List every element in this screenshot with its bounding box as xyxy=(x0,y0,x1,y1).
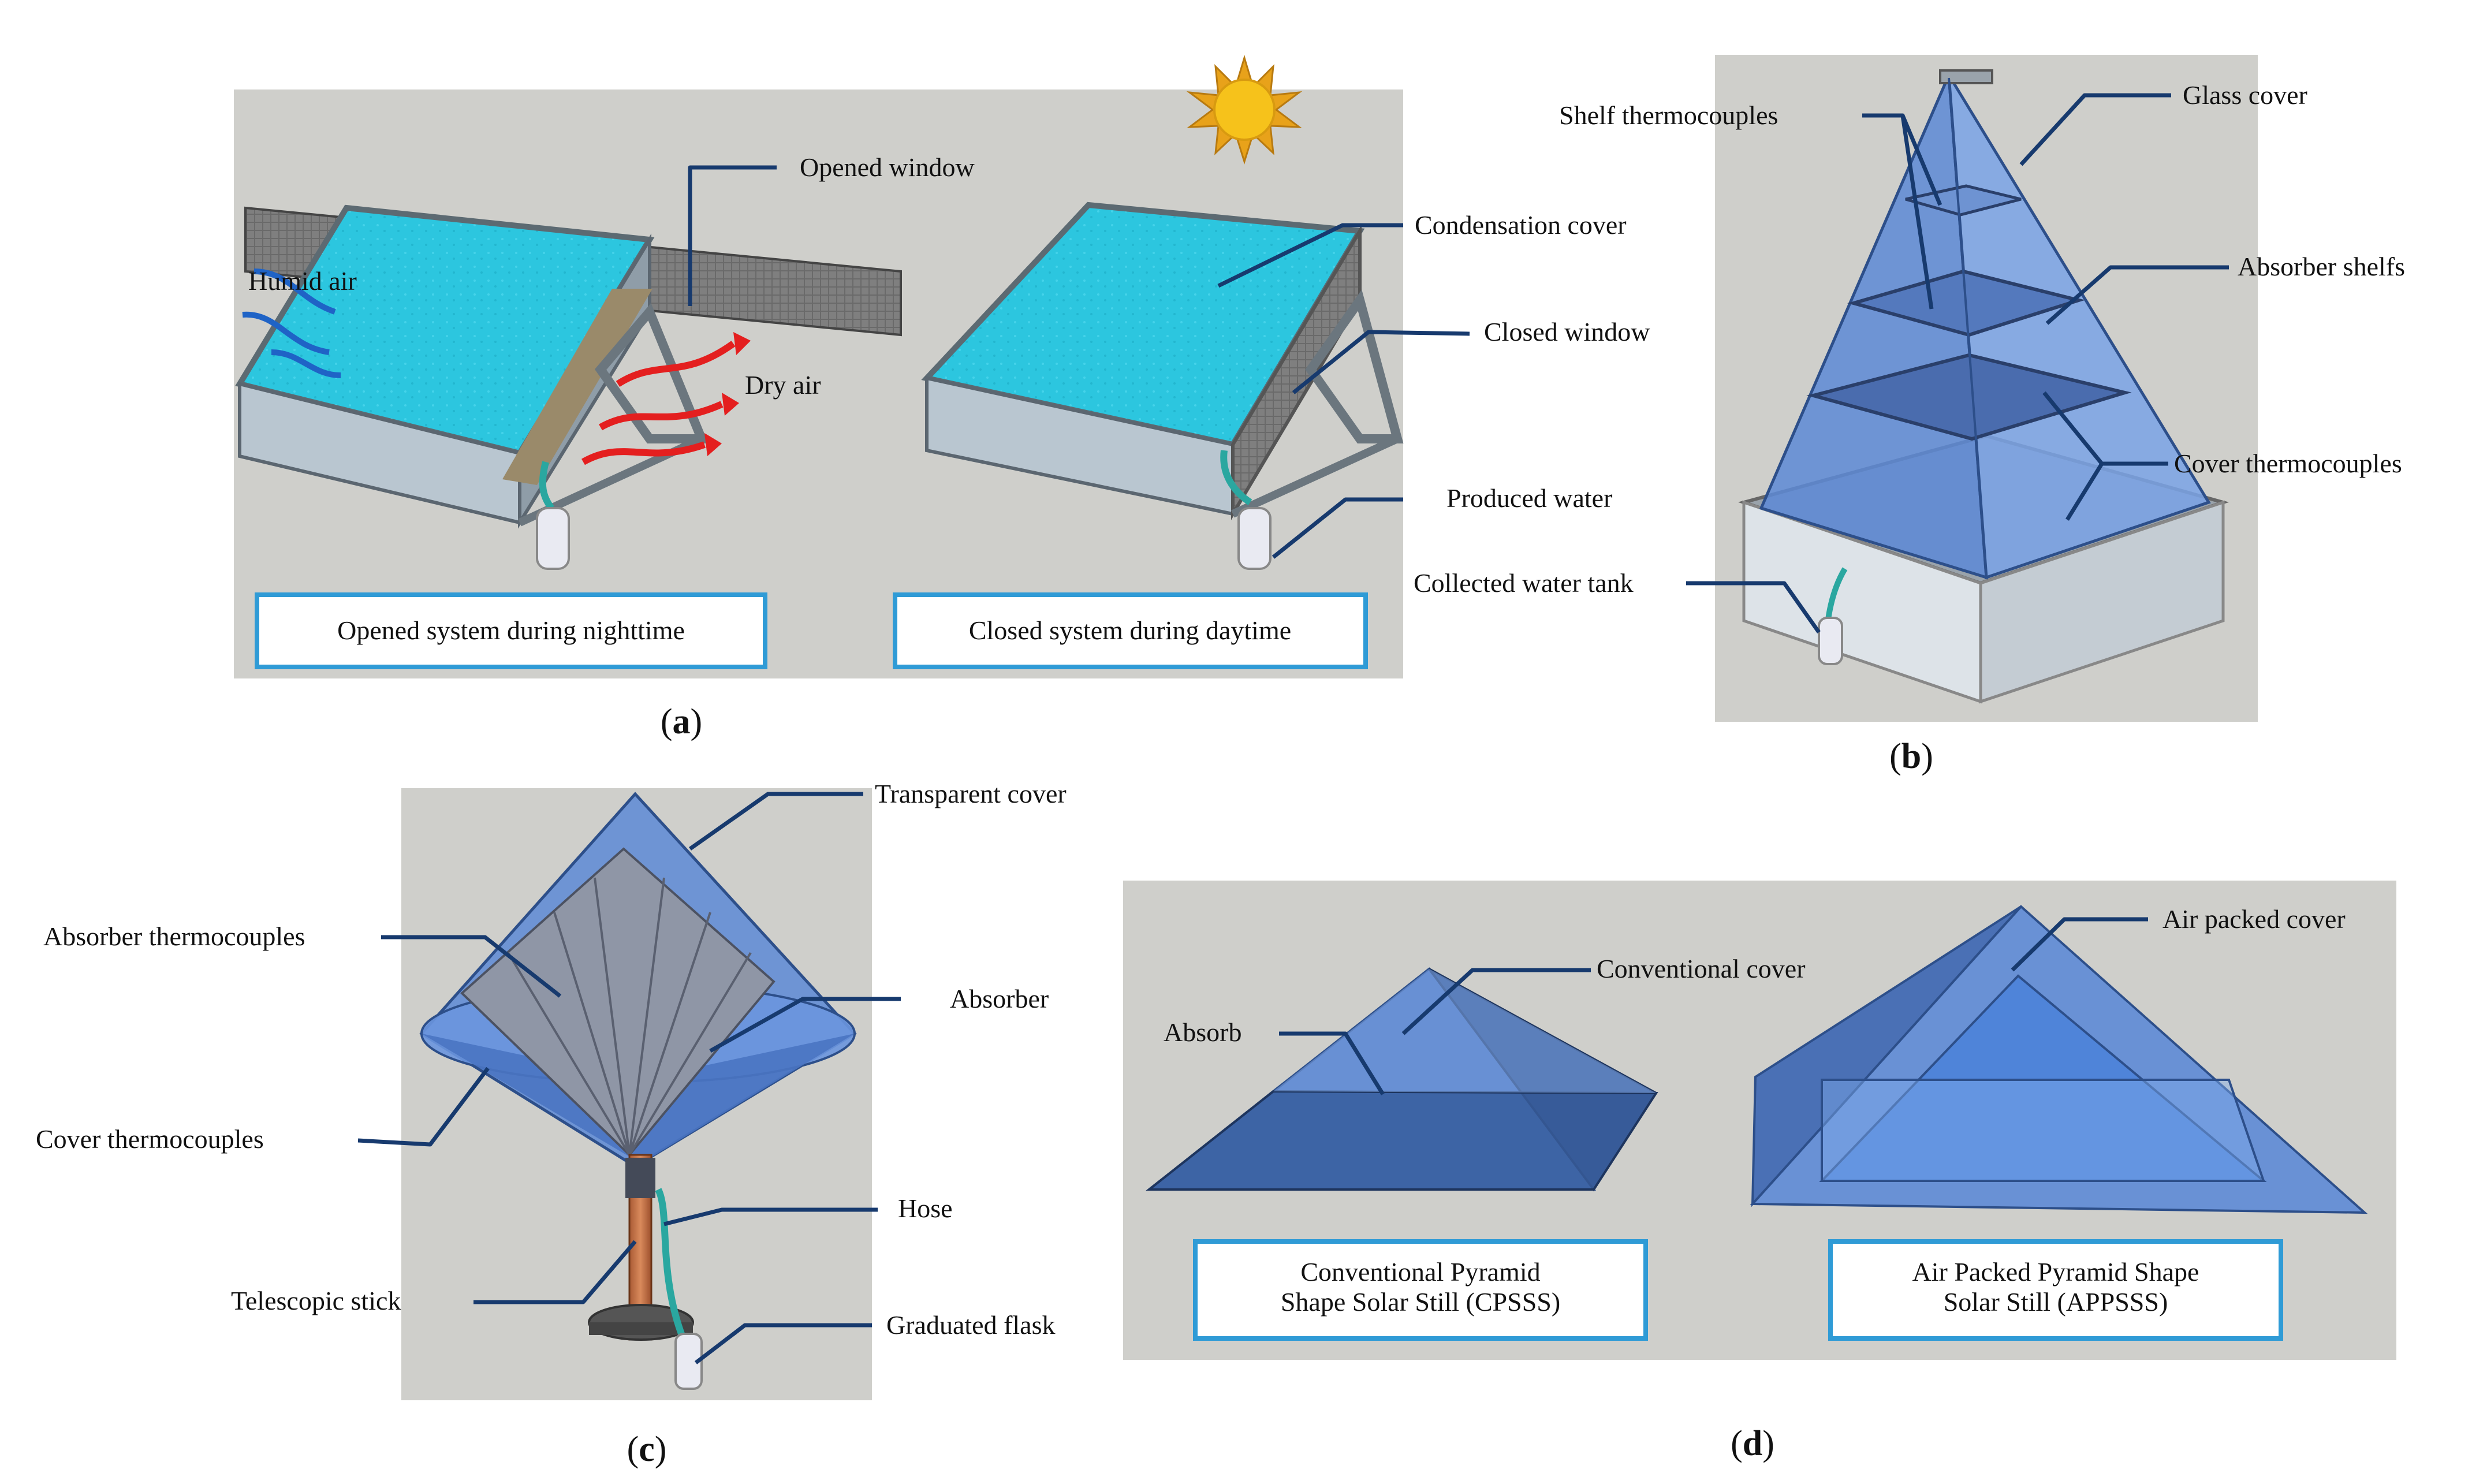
label-absorb: Absorb xyxy=(1164,1017,1241,1047)
caption-c: (c) xyxy=(627,1430,667,1469)
support-leg-right xyxy=(1231,435,1399,518)
caption-d: (d) xyxy=(1731,1424,1774,1463)
label-humid-air: Humid air xyxy=(248,266,357,296)
bottle-left xyxy=(536,507,570,570)
absorber-mesh-left xyxy=(502,289,653,485)
leader-collected-water-tank xyxy=(1686,581,1821,634)
leader-graduated-flask xyxy=(694,1323,872,1364)
leader-air-packed-cover xyxy=(2011,917,2148,972)
absorber-shelf-3 xyxy=(1806,353,2132,441)
dry-air-arrowhead-1 xyxy=(733,332,751,355)
box-appsss xyxy=(1828,1239,2283,1341)
leader-absorber-shelfs xyxy=(2045,265,2229,325)
label-cover-thermocouples-b: Cover thermocouples xyxy=(2174,449,2402,478)
humid-air-arrow-3 xyxy=(271,349,341,378)
leader-opened-window xyxy=(688,165,777,306)
label-glass-cover: Glass cover xyxy=(2183,80,2307,110)
dry-air-arrowhead-3 xyxy=(704,433,722,456)
box-opened-system xyxy=(255,592,767,669)
collected-water-tank-icon xyxy=(1818,617,1843,665)
cpsss-front-face-top xyxy=(1273,969,1656,1093)
label-dry-air: Dry air xyxy=(745,370,821,400)
panel-b: Shelf thermocouples Glass cover Absorber… xyxy=(1414,55,2405,776)
humid-air-arrow-2 xyxy=(242,311,330,355)
leader-hose xyxy=(663,1207,878,1226)
label-shelf-thermocouples: Shelf thermocouples xyxy=(1559,100,1778,130)
graduated-flask-icon xyxy=(674,1333,703,1390)
label-produced-water: Produced water xyxy=(1446,483,1612,513)
label-absorber-shelfs: Absorber shelfs xyxy=(2238,252,2405,281)
bottle-right xyxy=(1237,507,1272,570)
dry-air-arrow-1 xyxy=(616,341,736,387)
stick-base-front xyxy=(589,1322,693,1335)
label-opened-system-nighttime: Opened system during nighttime xyxy=(337,616,685,645)
caption-a: (a) xyxy=(661,702,702,741)
label-absorber: Absorber xyxy=(950,984,1049,1013)
leader-transparent-cover xyxy=(688,792,863,851)
leader-absorber-thermocouples xyxy=(381,935,562,998)
leader-closed-window xyxy=(1292,330,1470,394)
label-cpsss-line1: Conventional Pyramid xyxy=(1300,1257,1540,1287)
label-closed-system-daytime: Closed system during daytime xyxy=(969,616,1291,645)
leader-absorb xyxy=(1279,1031,1385,1095)
label-graduated-flask: Graduated flask xyxy=(886,1310,1056,1340)
hose-right xyxy=(1220,450,1252,505)
stick-collar xyxy=(625,1158,655,1198)
label-air-packed-cover: Air packed cover xyxy=(2162,904,2346,934)
support-frame-left xyxy=(594,303,709,443)
leader-shelf-thermocouples-2 xyxy=(1900,115,1934,310)
humid-air-arrow-1 xyxy=(253,269,336,315)
panel-c: Transparent cover Absorber thermocouples… xyxy=(36,779,1067,1469)
leader-condensation-cover xyxy=(1217,223,1403,288)
leader-cover-thermocouples-c xyxy=(357,1067,490,1147)
sun-disc xyxy=(1213,79,1276,141)
appsss-inner-base xyxy=(1821,1079,2265,1182)
label-opened-window: Opened window xyxy=(800,152,975,182)
absorber-body xyxy=(460,847,775,1157)
label-hose: Hose xyxy=(898,1194,953,1223)
hose-left xyxy=(539,461,554,510)
label-absorber-thermocouples: Absorber thermocouples xyxy=(43,922,305,951)
leader-conventional-cover xyxy=(1401,968,1591,1035)
label-condensation-cover: Condensation cover xyxy=(1415,210,1627,240)
panel-d: Conventional cover Absorb Air packed cov… xyxy=(1123,881,2396,1463)
opened-system-illustration xyxy=(235,204,902,570)
leader-absorber xyxy=(709,997,901,1053)
hose-b xyxy=(1825,567,1848,624)
label-cpsss-line2: Shape Solar Still (CPSSS) xyxy=(1281,1287,1560,1317)
label-transparent-cover: Transparent cover xyxy=(875,779,1067,808)
label-telescopic-stick: Telescopic stick xyxy=(231,1286,401,1315)
hose-c xyxy=(655,1188,685,1336)
dry-air-arrow-3 xyxy=(581,441,706,465)
pyramid-cap xyxy=(1939,69,1993,84)
leader-telescopic-stick xyxy=(473,1240,637,1304)
box-cpsss xyxy=(1193,1239,1648,1341)
dry-air-arrowhead-2 xyxy=(722,393,739,416)
base-front-right xyxy=(1979,500,2225,704)
closed-system-illustration xyxy=(921,202,1404,570)
leader-glass-cover xyxy=(2019,93,2171,166)
dry-air-arrow-2 xyxy=(599,401,724,431)
label-collected-water-tank: Collected water tank xyxy=(1414,568,1634,598)
label-appsss-line2: Solar Still (APPSSS) xyxy=(1944,1287,2168,1317)
sun-icon xyxy=(1186,54,1303,165)
caption-b: (b) xyxy=(1889,737,1933,776)
leader-produced-water xyxy=(1272,497,1403,559)
box-closed-system xyxy=(893,592,1368,669)
support-frame-right xyxy=(1305,289,1404,443)
panel-a: Opened window Humid air Dry air Condensa… xyxy=(234,54,1650,741)
label-conventional-cover: Conventional cover xyxy=(1597,954,1806,983)
label-cover-thermocouples-c: Cover thermocouples xyxy=(36,1124,264,1154)
label-closed-window: Closed window xyxy=(1484,317,1650,346)
pyramid-center-edge xyxy=(1948,77,1988,578)
label-appsss-line1: Air Packed Pyramid Shape xyxy=(1912,1257,2199,1287)
